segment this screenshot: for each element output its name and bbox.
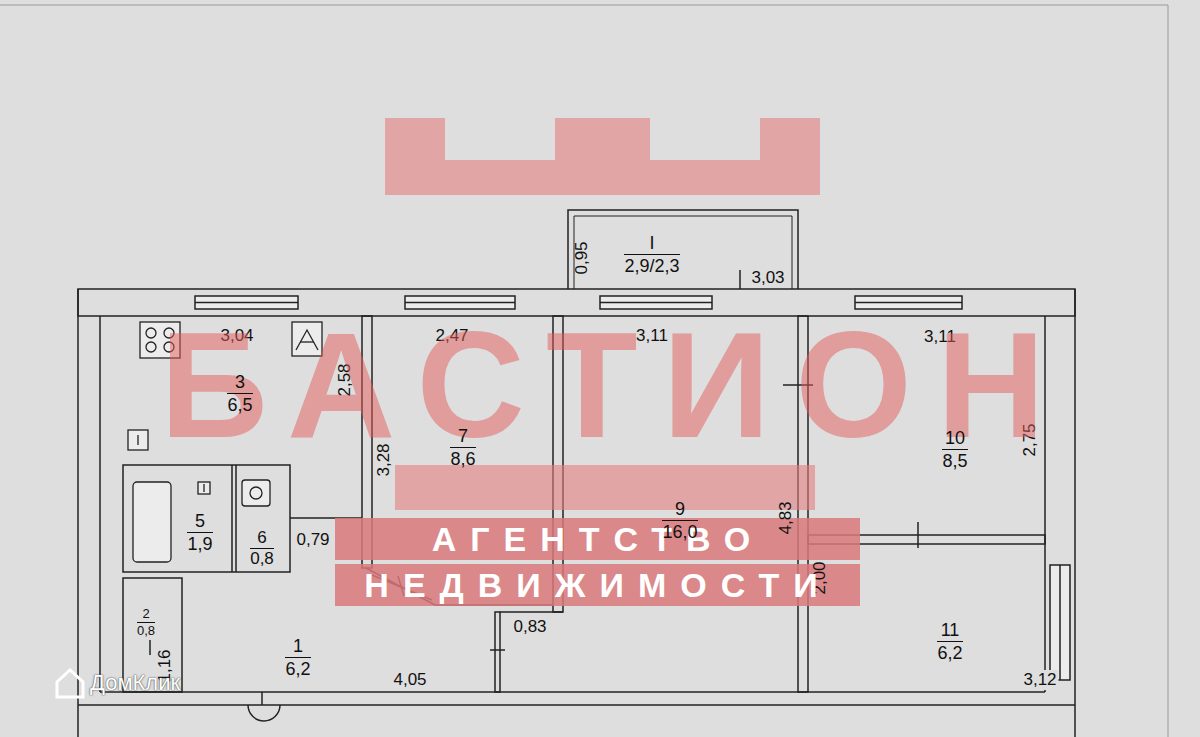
room-label: I2,9/2,3 [621, 232, 682, 277]
room-label: 916,0 [659, 498, 700, 543]
room-label: 20,8 [134, 606, 158, 639]
room-number: 1 [285, 635, 310, 658]
dimension-label: 0,95 [572, 241, 592, 274]
domclick-icon [57, 670, 83, 697]
room-area: 1,9 [187, 533, 212, 555]
room-label: 60,8 [247, 528, 277, 569]
room-number: 9 [662, 498, 697, 521]
dimension-label: 0,79 [296, 530, 329, 550]
watermark-text: БАСТИОН [160, 310, 1070, 460]
room-label: 16,2 [282, 635, 313, 680]
room-number: 10 [942, 427, 968, 450]
dimension-label: 4,05 [393, 670, 426, 690]
dimension-label: 4,83 [776, 501, 796, 534]
room-area: 16,0 [662, 521, 697, 543]
dimension-label: 3,03 [751, 268, 784, 288]
room-number: 7 [450, 425, 475, 448]
room-label: 108,5 [939, 427, 971, 472]
room-area: 8,6 [450, 448, 475, 470]
room-label: 116,2 [934, 619, 965, 664]
room-area: 0,8 [137, 623, 155, 639]
room-number: I [624, 232, 679, 255]
room-label: 78,6 [447, 425, 478, 470]
room-label: 36,5 [224, 371, 255, 416]
room-number: 2 [137, 606, 155, 623]
room-area: 8,5 [942, 450, 968, 472]
room-number: 5 [187, 510, 212, 533]
dimension-label: 3,12 [1021, 670, 1058, 690]
room-area: 0,8 [250, 549, 274, 569]
room-label: 51,9 [184, 510, 215, 555]
room-area: 2,9/2,3 [624, 255, 679, 277]
room-number: 6 [250, 528, 274, 549]
room-number: 3 [227, 371, 252, 394]
dimension-label: 0,83 [513, 617, 546, 637]
room-area: 6,5 [227, 394, 252, 416]
room-area: 6,2 [285, 658, 310, 680]
room-area: 6,2 [937, 642, 962, 664]
walls [78, 210, 1075, 737]
room-number: 11 [937, 619, 962, 642]
watermark-text: ДомКлик [90, 670, 180, 696]
watermark-text: АГЕНТСТВО НЕДВИЖИМОСТИ [336, 516, 861, 608]
page-frame [0, 5, 1168, 737]
